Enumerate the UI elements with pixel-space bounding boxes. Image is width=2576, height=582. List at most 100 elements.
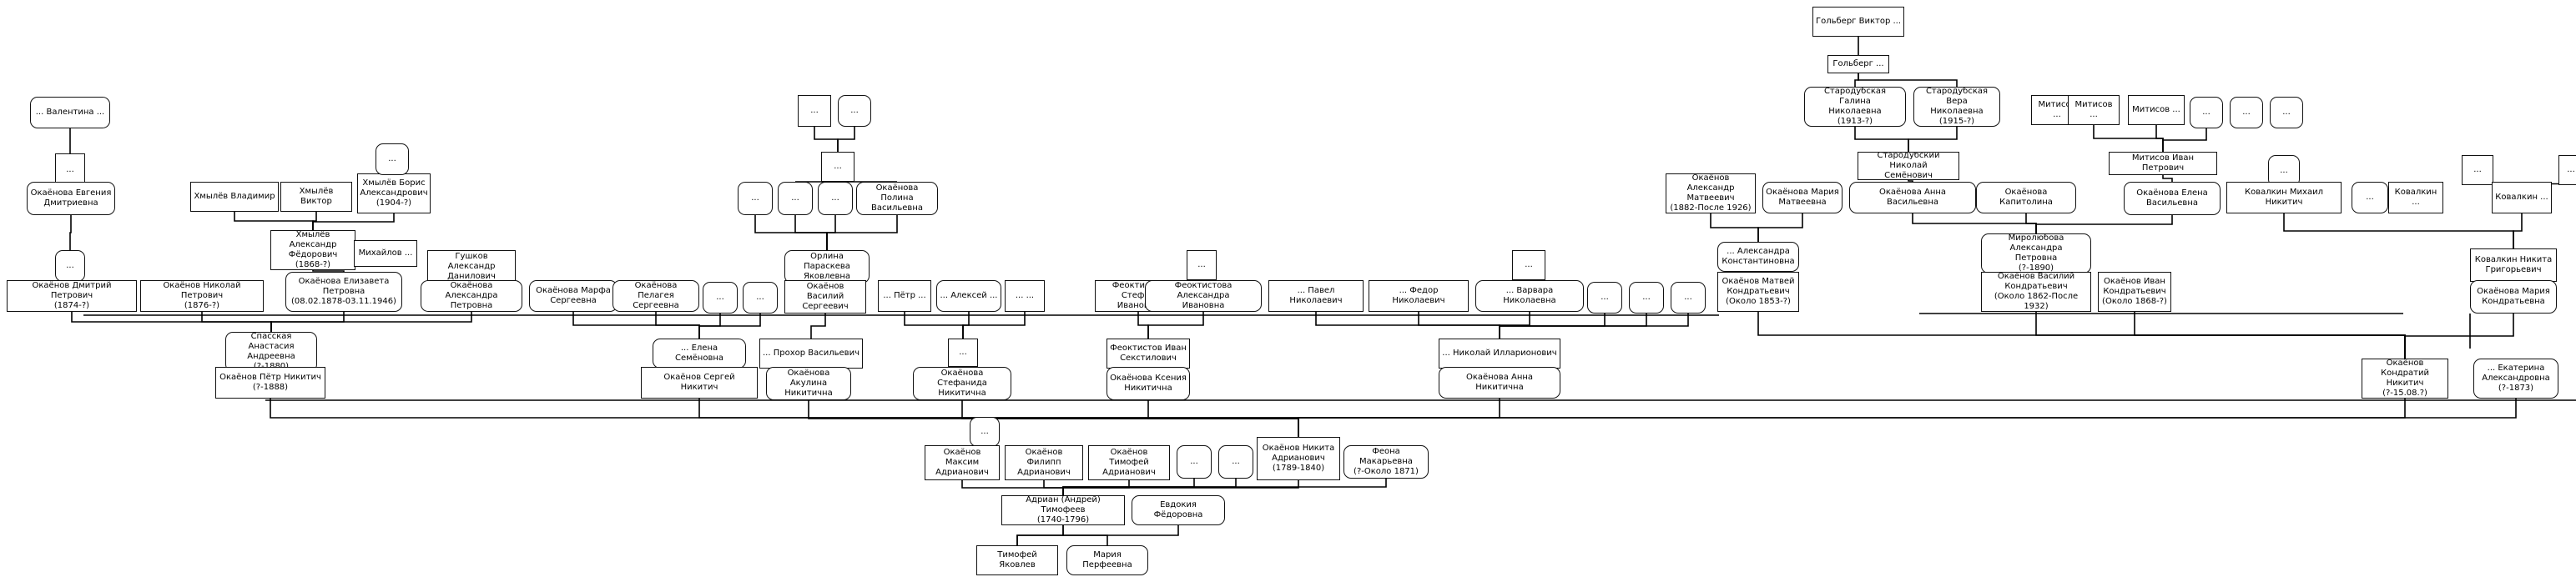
person-box-unk-val[interactable]: ... [55,153,85,187]
person-box-okaenov-ivan-k[interactable]: Окаёнов Иван Кондратьевич (Около 1868-?) [2098,272,2171,312]
tree-connector [1908,127,1958,152]
person-box-okaenova-marfa[interactable]: Окаёнова Марфа Сергеевна [529,280,618,312]
person-box-maria-p[interactable]: Мария Перфеевна [1066,545,1148,575]
person-box-unk-var[interactable]: ... [1512,250,1545,280]
person-box-unk-p3[interactable]: ... [818,182,853,215]
person-box-okaenova-anna-v[interactable]: Окаёнова Анна Васильевна [1849,182,1976,213]
person-box-ekaterina-a[interactable]: ... Екатерина Александровна (?-1873) [2473,359,2558,399]
person-box-okaenova-maria-k[interactable]: Окаёнова Мария Кондратьевна [2470,280,2557,314]
person-box-starod-vera[interactable]: Стародубская Вера Николаевна (1915-?) [1913,87,2000,127]
person-box-starod-nikolai[interactable]: Стародубский Николай Семёнович [1858,152,1959,180]
person-box-varvara[interactable]: ... Варвара Николаевна [1475,280,1584,312]
person-box-okaenov-maksim[interactable]: Окаёнов Максим Адрианович [925,445,1000,480]
person-box-okaenov-petr-n[interactable]: Окаёнов Пётр Никитич (?-1888) [215,367,325,399]
person-box-okaenov-nikolai-p[interactable]: Окаёнов Николай Петрович (1876-?) [140,280,264,312]
person-box-unk-m2[interactable]: ... [2230,97,2263,128]
person-box-unk-feo[interactable]: ... [1187,250,1217,280]
person-box-petr-dots[interactable]: ... Пётр ... [878,280,931,312]
person-box-okaenova-stefanida[interactable]: Окаёнова Стефанида Никитична [913,367,1011,400]
tree-connector [1062,525,1108,545]
person-box-unk-dots3[interactable]: ... ... [1005,280,1045,312]
person-box-unk-t3[interactable]: ... [821,152,854,182]
person-box-feona[interactable]: Феона Макарьевна (?-Около 1871) [1343,445,1429,479]
person-box-okaenov-aleksandr-m[interactable]: Окаёнов Александр Матвеевич (1882-После … [1666,173,1756,213]
person-box-unk-a1[interactable]: ... [1177,445,1212,479]
person-box-elena-s[interactable]: ... Елена Семёновна [653,339,746,369]
tree-connector [2162,175,2173,182]
person-box-mitisov-2[interactable]: Митисов ... [2068,95,2120,125]
person-box-unk-m3[interactable]: ... [2270,97,2303,128]
person-box-unk-kov3[interactable]: ... [2462,155,2493,185]
person-box-okaenov-sergey[interactable]: Окаёнов Сергей Никитич [641,367,758,399]
person-box-okaenova-akulina[interactable]: Окаёнова Акулина Никитична [766,367,851,400]
person-box-kovalkin-mikhail[interactable]: Ковалкин Михаил Никитич [2226,182,2342,213]
person-box-khmylev-vladimir[interactable]: Хмылёв Владимир [190,182,279,212]
person-box-unk-kov2[interactable]: ... [2352,182,2388,213]
person-box-okaenova-pelageya[interactable]: Окаёнова Пелагея Сергеевна [612,280,699,312]
person-box-unk-maks[interactable]: ... [970,417,1000,447]
person-box-unk-s1[interactable]: ... [703,282,738,314]
person-box-okaenova-anna-n[interactable]: Окаёнова Анна Никитична [1439,367,1560,399]
person-box-okaenova-polina[interactable]: Окаёнова Полина Васильевна [856,182,938,215]
person-box-evdokia[interactable]: Евдокия Фёдоровна [1132,495,1225,525]
person-box-unk-kov4[interactable]: ... [2558,155,2576,185]
tree-connector [698,314,761,339]
person-box-unk-m1[interactable]: ... [2190,97,2223,128]
person-box-okaenov-timofey[interactable]: Окаёнов Тимофей Адрианович [1088,445,1170,480]
person-box-okaenov-matvei-k[interactable]: Окаёнов Матвей Кондратьевич (Около 1853-… [1717,272,1799,312]
person-box-timofey-ya[interactable]: Тимофей Яковлев [976,545,1058,575]
person-box-adrian[interactable]: Адриан (Андрей) Тимофеев (1740-1796) [1001,495,1125,525]
person-box-khmylev-boris[interactable]: Хмылёв Борис Александрович (1904-?) [357,173,431,213]
person-box-unk-p2[interactable]: ... [778,182,813,215]
person-box-khmylev-aleksandr[interactable]: Хмылёв Александр Фёдорович (1868-?) [270,230,355,270]
person-box-unk-val2[interactable]: ... [55,250,85,282]
person-box-aleksandra-k[interactable]: ... Александра Константиновна [1717,242,1799,272]
person-box-golberg-2[interactable]: Гольберг ... [1827,55,1889,73]
person-box-unk-boris[interactable]: ... [376,143,409,175]
person-box-khmylev-viktor[interactable]: Хмылёв Виктор [280,182,352,212]
person-box-unk-p1[interactable]: ... [738,182,773,215]
person-box-orlina[interactable]: Орлина Параскева Яковлевна [784,250,870,283]
person-box-okaenova-maria-m[interactable]: Окаёнова Мария Матвеевна [1762,182,1843,213]
person-box-okaenova-kapitolina[interactable]: Окаёнова Капитолина [1976,182,2076,213]
person-box-starod-galina[interactable]: Стародубская Галина Николаевна (1913-?) [1804,87,1906,127]
person-box-unk-kov-top[interactable]: ... [2268,155,2300,187]
person-box-okaenov-vasiliy-s[interactable]: Окаёнов Василий Сергеевич [784,280,866,314]
person-box-okaenova-elena-v[interactable]: Окаёнова Елена Васильевна [2124,182,2221,215]
person-box-unk-s2[interactable]: ... [743,282,778,314]
person-box-unk-st[interactable]: ... [948,339,978,367]
person-box-okaenov-vasiliy-k[interactable]: Окаёнов Василий Кондратьевич (Около 1862… [1981,272,2091,312]
person-box-fedor[interactable]: ... Федор Николаевич [1369,280,1469,312]
person-box-mirolyubova[interactable]: Миролюбова Александра Петровна (?-1890) [1981,233,2091,273]
person-box-unk-n1[interactable]: ... [1587,282,1622,314]
person-box-unk-t2[interactable]: ... [838,95,871,127]
person-box-okaenova-elizaveta[interactable]: Окаёнова Елизавета Петровна (08.02.1878-… [285,272,402,312]
person-box-kovalkin-nikita[interactable]: Ковалкин Никита Григорьевич [2470,248,2557,282]
person-box-aleksey-dots[interactable]: ... Алексей ... [936,280,1001,312]
person-box-mitisov-3[interactable]: Митисов ... [2128,95,2185,125]
person-box-mikhailova[interactable]: Михайлов ... [354,240,417,267]
person-box-okaenova-aleksandra-p[interactable]: Окаёнова Александра Петровна [421,280,522,312]
person-box-pavel[interactable]: ... Павел Николаевич [1268,280,1364,312]
person-box-mitisov-ivan[interactable]: Митисов Иван Петрович [2109,152,2217,175]
person-box-feoktistov-ivan[interactable]: Феоктистов Иван Секстилович [1107,339,1190,369]
person-box-okaenov-nikita[interactable]: Окаёнов Никита Адрианович (1789-1840) [1257,437,1340,480]
person-box-kovalkin-1[interactable]: Ковалкин ... [2388,182,2443,213]
person-box-okaenova-evgenia[interactable]: Окаёнова Евгения Дмитриевна [27,182,115,215]
person-box-unk-n2[interactable]: ... [1629,282,1664,314]
person-box-okaenov-dmitriy[interactable]: Окаёнов Дмитрий Петрович (1874-?) [7,280,137,312]
person-box-valentina[interactable]: ... Валентина ... [30,97,110,128]
person-box-prokhor[interactable]: ... Прохор Васильевич [759,339,863,369]
person-box-okaenov-kondratiy[interactable]: Окаёнов Кондратий Никитич (?-15.08.?) [2362,359,2448,399]
person-box-unk-a2[interactable]: ... [1218,445,1253,479]
person-box-spasskaya[interactable]: Спасская Анастасия Андреевна (?-1880) [225,332,317,372]
person-box-feoktistova-aleksandra[interactable]: Феоктистова Александра Ивановна [1145,280,1262,312]
person-box-okaenova-ksenia[interactable]: Окаёнова Ксения Никитична [1107,367,1190,400]
person-box-unk-n3[interactable]: ... [1671,282,1706,314]
person-box-golberg-v[interactable]: Гольберг Виктор ... [1812,7,1904,37]
person-box-unk-t1[interactable]: ... [798,95,831,127]
person-box-nikolai-i[interactable]: ... Николай Илларионович [1439,339,1560,369]
person-box-kovalkin-2[interactable]: Ковалкин ... [2492,182,2552,213]
person-box-okaenov-filipp[interactable]: Окаёнов Филипп Адрианович [1005,445,1083,480]
person-box-gushkov[interactable]: Гушков Александр Данилович [427,250,516,283]
